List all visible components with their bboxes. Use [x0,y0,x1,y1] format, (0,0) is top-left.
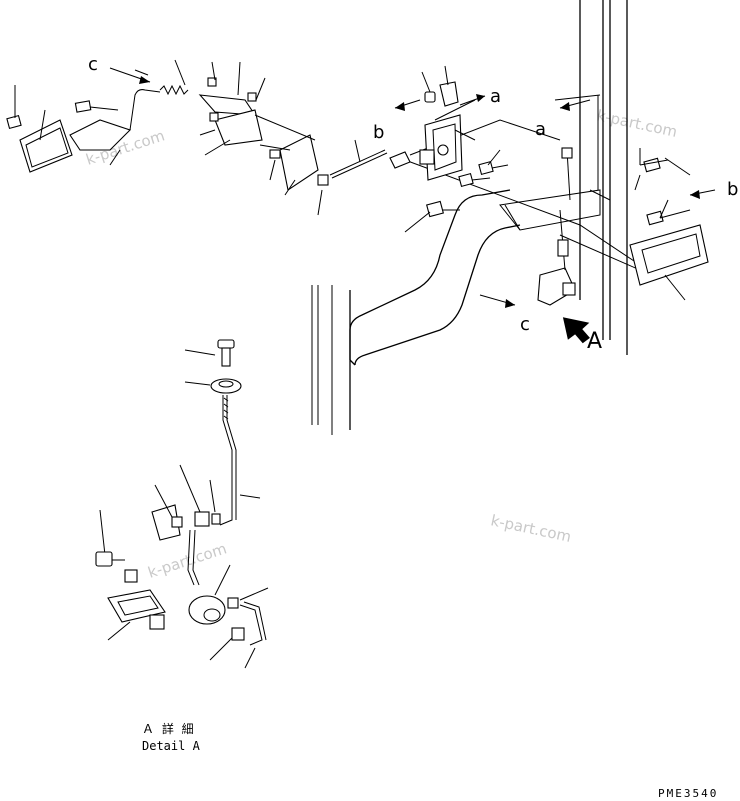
callout-c-mid: c [520,314,530,335]
striker-bracket [537,147,576,306]
handle-lever-bracket [69,100,132,166]
watermark: k-part.com [595,106,679,141]
detail-a-bracket-and-clips [95,464,221,586]
cab-frame [554,0,628,355]
latch-link-plate [254,114,329,216]
callout-b-mid: b [373,122,384,143]
view-arrow-a-label: A [587,329,602,354]
watermark: k-part.com [489,511,573,546]
drawing-code: PME3540 [658,787,718,800]
upper-lock-bracket [198,61,266,156]
callout-arrows [109,67,716,344]
detail-title-jp: Ａ 詳 細 [142,721,196,736]
inner-door-handle [629,148,709,301]
outer-handle-assembly [6,85,73,173]
callout-b-right: b [727,179,738,200]
lock-knob-and-bolt [421,65,459,107]
detail-title-en: Detail A [142,739,201,753]
door-lock-body [389,99,476,181]
upper-link-rod [129,59,189,131]
detail-a-striker-bracket [107,569,166,641]
lock-mounting-bolts [404,149,509,233]
door-frame-tube [311,189,521,435]
callout-c-top: c [88,54,98,75]
detail-a-lock-cylinder [188,564,269,669]
detail-a-linkage-rod [184,339,261,526]
watermark: k-part.com [146,539,229,581]
callout-a-right: a [535,119,546,140]
connecting-rod-b [329,139,388,179]
callout-a-upper: a [490,86,501,107]
